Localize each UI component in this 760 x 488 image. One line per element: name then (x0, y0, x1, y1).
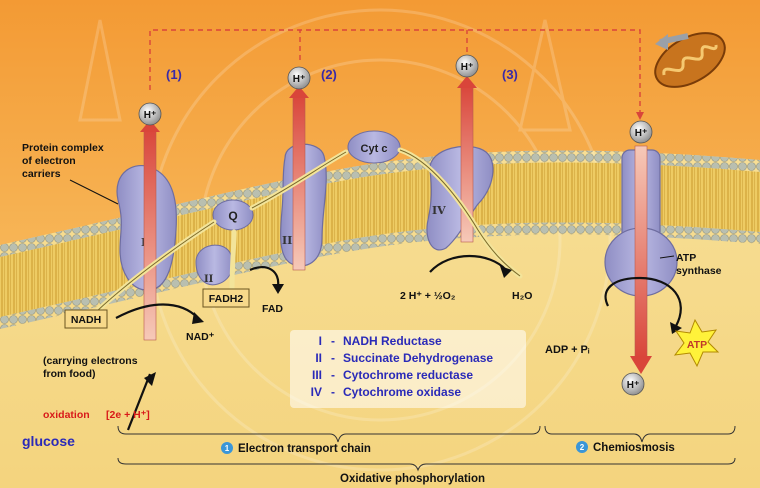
legend-name-1: NADH Reductase (343, 334, 442, 348)
legend-numeral-1: I (319, 334, 322, 348)
legend-dash-1: - (331, 334, 335, 348)
legend-numeral-3: III (312, 368, 322, 382)
legend-name-4: Cytochrome oxidase (343, 385, 461, 399)
legend-name-3: Cytochrome reductase (343, 368, 473, 382)
legend-numeral-4: IV (311, 385, 322, 399)
legend-dash-2: - (331, 351, 335, 365)
legend-dash-4: - (331, 385, 335, 399)
legend-numeral-2: II (315, 351, 322, 365)
legend-name-2: Succinate Dehydrogenase (343, 351, 493, 365)
legend-dash-3: - (331, 368, 335, 382)
